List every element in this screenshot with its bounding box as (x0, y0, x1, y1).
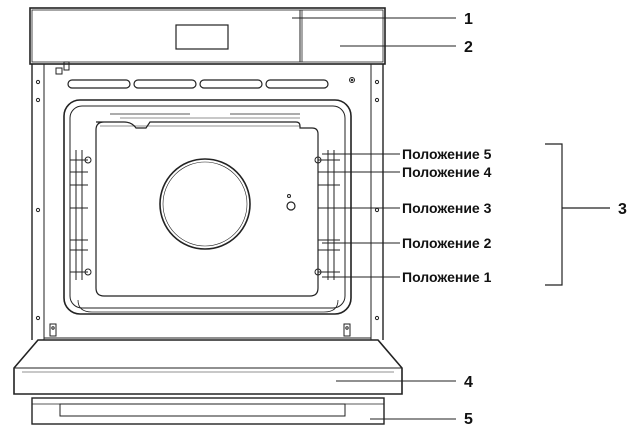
callout-2-label: 2 (464, 39, 473, 56)
position-2-label: Положение 2 (402, 235, 492, 251)
position-5-label: Положение 5 (402, 146, 492, 162)
door-hinges (44, 323, 371, 339)
callout-1-label: 1 (464, 11, 473, 28)
position-3-label: Положение 3 (402, 200, 492, 216)
position-4-label: Положение 4 (402, 164, 492, 180)
display-window (175, 24, 229, 50)
control-panel (29, 7, 386, 65)
callout-3-label: 3 (618, 201, 627, 218)
storage-drawer (31, 397, 385, 425)
callout-4-label: 4 (464, 374, 473, 391)
left-shelf-rails (70, 150, 92, 280)
oven-door (13, 339, 403, 395)
probe-socket (286, 201, 296, 211)
callout-5-label: 5 (464, 411, 473, 427)
oven-frame (31, 61, 384, 340)
fan-cover (159, 158, 251, 250)
right-shelf-rails (314, 150, 340, 280)
vent-slots (67, 79, 329, 89)
position-1-label: Положение 1 (402, 269, 492, 285)
leader-lines (292, 17, 610, 420)
oven-cavity (63, 99, 352, 315)
